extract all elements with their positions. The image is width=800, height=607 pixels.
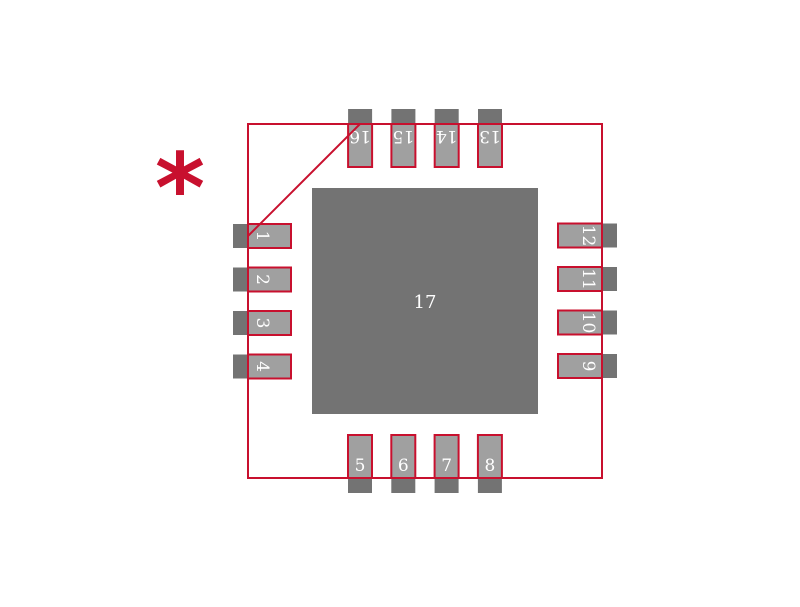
pad-bottom-8: 8 [476,434,503,493]
pad-inner [557,222,603,249]
pad-label: 7 [441,456,452,476]
pad-bottom-5: 5 [347,434,373,493]
center-pad-label: 17 [414,292,437,313]
pad-label: 12 [578,225,598,247]
pad-label: 3 [252,318,272,329]
pad-label: 15 [393,126,415,146]
pad-label: 8 [484,456,495,476]
pad-label: 11 [578,268,598,290]
pad-inner [433,123,460,168]
pad-label: 9 [578,361,598,372]
pad-inner [477,123,503,168]
pad-top-15: 15 [390,109,417,168]
pad-label: 4 [252,361,272,372]
pad-bottom-6: 6 [390,434,417,493]
pin1-chamfer-line [247,123,361,237]
pad-left-1: 1 [233,223,292,249]
pin1-marker: * [155,133,205,245]
pad-label: 13 [479,126,501,146]
pad-right-9: 9 [557,353,617,379]
pad-left-3: 3 [233,310,292,336]
pad-inner [247,266,292,293]
pad-inner [557,353,603,379]
pad-label: 2 [252,274,272,285]
pad-left-4: 4 [233,353,292,380]
pad-inner [557,309,603,336]
body-outline [247,123,603,479]
pad-label: 16 [349,126,371,146]
pad-label: 6 [398,456,409,476]
pad-inner [390,123,417,168]
pad-label: 5 [355,456,366,476]
pad-right-11: 11 [557,266,617,292]
pad-left-2: 2 [233,266,292,293]
pad-inner [247,353,292,380]
center-pad [312,188,538,414]
pad-label: 14 [436,126,458,146]
pad-top-16: 16 [347,109,374,168]
pad-inner [390,434,417,479]
pad-top-13: 13 [477,109,503,168]
pad-right-12: 12 [557,222,617,249]
pad-label: 1 [252,231,272,242]
pad-bottom-7: 7 [433,434,460,493]
pad-label: 10 [578,312,598,334]
pad-top-14: 14 [433,109,460,168]
pad-right-10: 10 [557,309,617,336]
